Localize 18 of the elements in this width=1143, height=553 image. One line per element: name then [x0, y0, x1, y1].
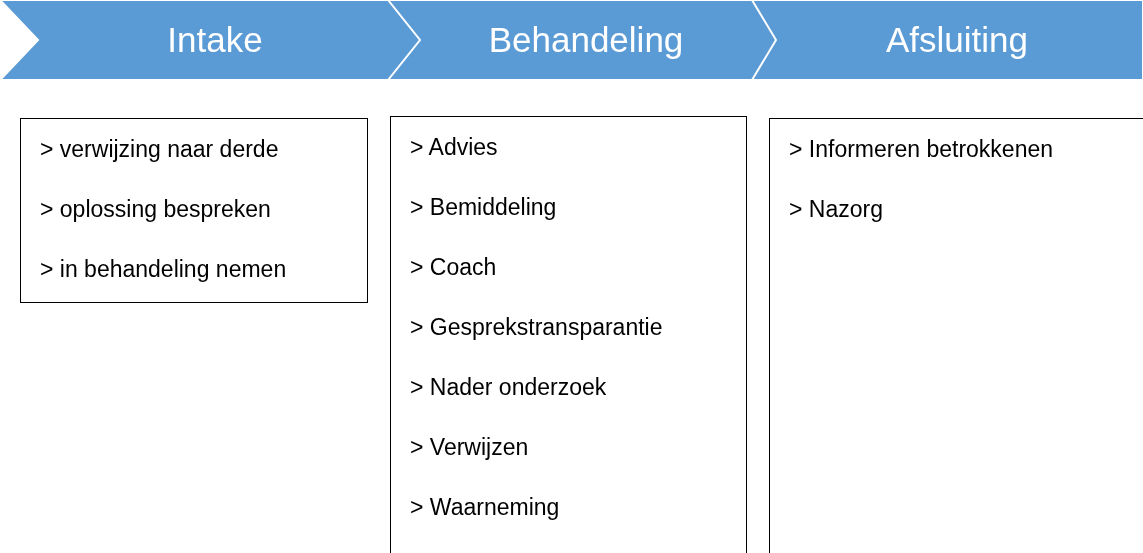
- list-item: > oplossing bespreken: [40, 196, 271, 222]
- list-item: > Coach: [410, 254, 497, 280]
- list-item: > Nazorg: [789, 196, 883, 222]
- list-box: [390, 116, 747, 553]
- list-item: > Waarneming: [410, 494, 560, 520]
- list-item: > Gesprekstransparantie: [410, 314, 663, 340]
- list-item: > Advies: [410, 134, 498, 160]
- list-item: > verwijzing naar derde: [40, 136, 279, 162]
- stage-title: Intake: [167, 19, 263, 61]
- list-item: > in behandeling nemen: [40, 256, 287, 282]
- list-item: > Verwijzen: [410, 434, 529, 460]
- list-item: > Bemiddeling: [410, 194, 557, 220]
- stage-title: Afsluiting: [886, 19, 1028, 61]
- stage-title: Behandeling: [488, 19, 684, 61]
- list-item: > Nader onderzoek: [410, 374, 607, 400]
- list-item: > Informeren betrokkenen: [789, 136, 1054, 162]
- list-box: [20, 118, 368, 303]
- list-box: [769, 118, 1143, 553]
